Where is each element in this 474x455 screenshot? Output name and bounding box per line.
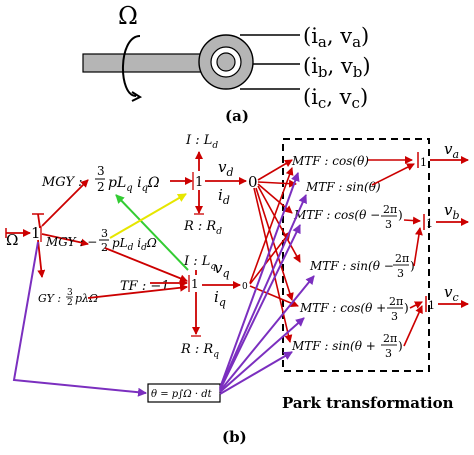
mtf-cos-theta-minus: MTF : cos(θ −	[293, 208, 380, 222]
iq-label: iq	[214, 288, 226, 309]
svg-text:3: 3	[391, 310, 398, 323]
shaft	[82, 53, 210, 73]
panel-b-label: (b)	[222, 428, 247, 446]
vc-label: vc	[444, 283, 459, 304]
vq-label: vq	[214, 259, 230, 280]
vb-label: vb	[444, 201, 460, 222]
d-zero-junction: 0	[248, 173, 258, 191]
green-signal	[115, 194, 189, 271]
svg-text:1: 1	[426, 217, 433, 230]
panel-a-label: (a)	[225, 107, 249, 125]
mgy-element-1: MGY :	[41, 175, 83, 190]
svg-text:2π: 2π	[395, 252, 409, 265]
rotation-arrow-icon	[122, 35, 141, 97]
mtf-sin-theta-minus: MTF : sin(θ −	[309, 259, 394, 273]
svg-text:): )	[410, 259, 415, 273]
va-label: va	[444, 140, 459, 161]
svg-text:): )	[398, 208, 403, 222]
svg-text:): )	[398, 339, 403, 353]
svg-text:2: 2	[101, 241, 108, 254]
omega-to-theta-signal	[12, 241, 147, 397]
svg-text:3: 3	[97, 164, 105, 178]
svg-text:2: 2	[67, 298, 73, 308]
svg-text:1: 1	[420, 156, 427, 169]
panel-b: Park transformation Ω 1 MGY : 3 2 pLq iq…	[5, 133, 469, 446]
junction-1: 1	[31, 224, 41, 242]
vd-label: vd	[218, 158, 234, 179]
mgy-element-2: MGY : −	[45, 235, 97, 249]
svg-text:pLq iqΩ: pLq iqΩ	[108, 175, 160, 194]
q-axis-junction: 1	[191, 277, 199, 291]
svg-text:3: 3	[385, 218, 392, 231]
theta-integrator-label: θ = p∫Ω · dt	[151, 389, 213, 400]
svg-text:3: 3	[385, 347, 392, 360]
gy-element: GY :	[38, 292, 61, 305]
yellow-signal	[109, 193, 187, 239]
svg-text:1: 1	[428, 299, 435, 312]
phase-c-label: (ic, vc)	[303, 85, 368, 112]
phase-b-label: (ib, vb)	[303, 54, 371, 81]
svg-text:3: 3	[67, 288, 73, 298]
svg-text:pλΩ: pλΩ	[75, 292, 98, 305]
omega-label: Ω	[118, 2, 138, 30]
mtf-cos-theta: MTF : cos(θ)	[291, 154, 369, 168]
svg-text:3: 3	[397, 267, 404, 280]
park-transformation-label: Park transformation	[282, 394, 454, 412]
park-transformation-box	[282, 138, 430, 372]
d-axis-junction: 1	[195, 175, 203, 190]
svg-text:2π: 2π	[389, 295, 403, 308]
theta-signals	[219, 172, 315, 395]
mtf-sin-theta-plus: MTF : sin(θ +	[291, 339, 376, 353]
inductor-lq: I : Lq	[183, 254, 216, 272]
mtf-cos-theta-plus: MTF : cos(θ +	[299, 301, 386, 315]
svg-text:2π: 2π	[383, 203, 397, 216]
svg-text:3: 3	[101, 227, 108, 240]
svg-text:2: 2	[97, 180, 105, 194]
svg-text:): )	[404, 301, 409, 315]
id-label: id	[218, 186, 230, 207]
mtf-sin-theta: MTF : sin(θ)	[305, 180, 381, 194]
inductor-ld: I : Ld	[185, 133, 218, 151]
resistor-rq: R : Rq	[180, 342, 219, 360]
q-zero-junction: 0	[242, 282, 248, 292]
resistor-rd: R : Rd	[183, 219, 222, 237]
svg-text:2π: 2π	[383, 332, 397, 345]
svg-text:pLd idΩ: pLd idΩ	[112, 236, 157, 253]
input-omega: Ω	[6, 231, 18, 249]
phase-a-label: (ia, va)	[303, 24, 369, 51]
panel-a: Ω (ia, va) (ib, vb) (ic, vc) (a)	[82, 2, 371, 125]
